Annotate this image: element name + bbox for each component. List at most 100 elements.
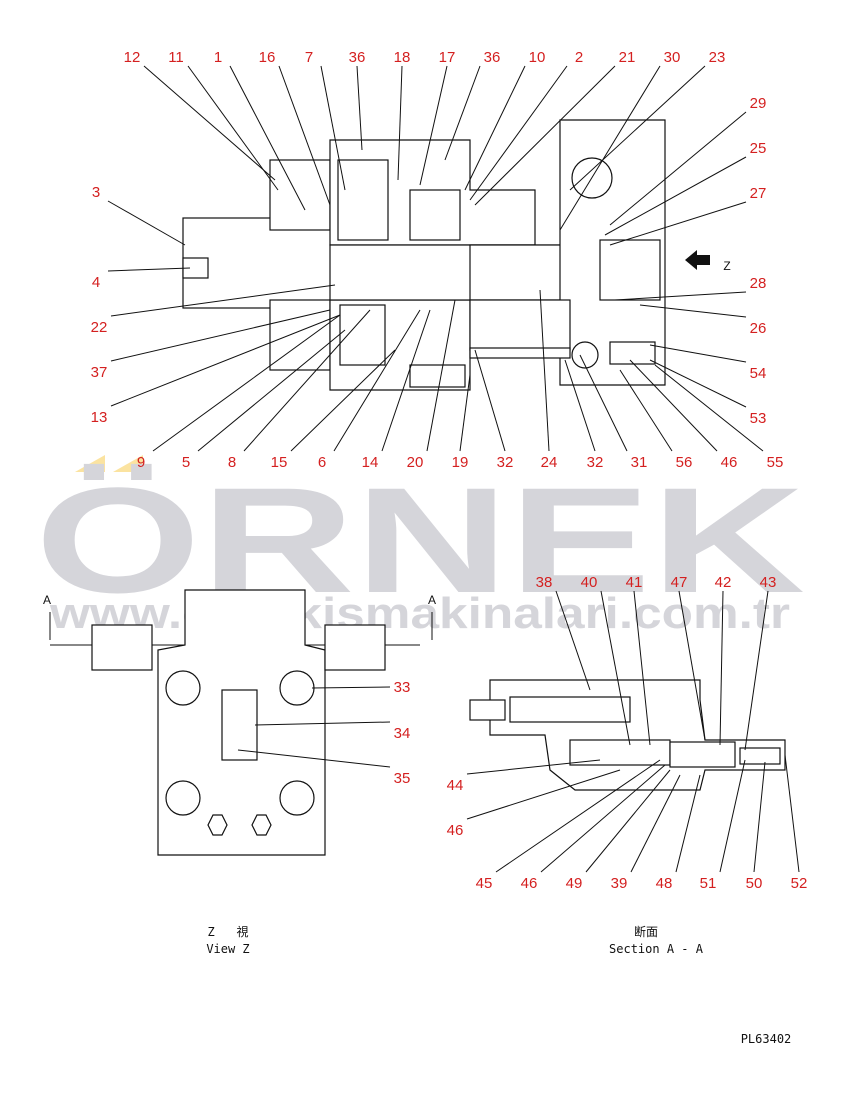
- leader-line: [110, 309, 331, 362]
- leader-line: [614, 291, 747, 301]
- part-callout: 6: [318, 454, 326, 471]
- leader-line: [784, 754, 800, 873]
- watermark-logo: [0, 440, 845, 640]
- part-callout: 46: [721, 454, 738, 471]
- part-callout: 47: [671, 574, 688, 591]
- main-cross-section: [182, 119, 666, 391]
- leader-lines: [107, 65, 800, 873]
- leader-line: [569, 65, 706, 191]
- leader-line: [719, 759, 746, 873]
- leader-line: [419, 65, 448, 186]
- leader-line: [744, 590, 769, 751]
- part-callout: 27: [750, 185, 767, 202]
- leader-line: [585, 769, 671, 873]
- part-callout: 28: [750, 275, 767, 292]
- drawing-number: PL63402: [741, 1032, 792, 1046]
- leader-line: [654, 364, 764, 452]
- leader-line: [753, 761, 766, 873]
- part-callout: 30: [664, 49, 681, 66]
- leader-line: [464, 65, 526, 191]
- part-callout: 34: [394, 725, 411, 742]
- part-callout: 22: [91, 319, 108, 336]
- leader-line: [474, 65, 616, 206]
- part-callout: 32: [587, 454, 604, 471]
- watermark: [0, 440, 845, 640]
- leader-line: [152, 314, 341, 452]
- leader-line: [333, 309, 421, 452]
- leader-line: [639, 304, 747, 318]
- leader-line: [107, 267, 191, 272]
- leader-line: [469, 65, 568, 201]
- part-callout: 38: [536, 574, 553, 591]
- part-callout: 39: [611, 875, 628, 892]
- leader-line: [633, 590, 651, 746]
- part-callout: 32: [497, 454, 514, 471]
- leader-line: [290, 349, 396, 452]
- part-callout: 12: [124, 49, 141, 66]
- leader-line: [609, 201, 747, 246]
- leader-line: [397, 65, 403, 181]
- part-callout: 42: [715, 574, 732, 591]
- part-callout: 48: [656, 875, 673, 892]
- leader-line: [320, 65, 346, 191]
- part-callout: 46: [521, 875, 538, 892]
- part-callout: 51: [700, 875, 717, 892]
- part-callout: 54: [750, 365, 767, 382]
- leader-line: [600, 590, 631, 746]
- leader-line: [426, 299, 456, 452]
- part-callout: 41: [626, 574, 643, 591]
- leader-line: [237, 749, 391, 768]
- leader-line: [564, 359, 596, 452]
- part-callout: 50: [746, 875, 763, 892]
- leader-line: [630, 774, 681, 873]
- view-z-arrow-label: Z: [723, 259, 730, 273]
- part-callout: 49: [566, 875, 583, 892]
- part-callout: 29: [750, 95, 767, 112]
- leader-line: [254, 721, 391, 726]
- leader-line: [649, 344, 747, 363]
- leader-line: [559, 65, 661, 231]
- part-callout: 56: [676, 454, 693, 471]
- part-callout: 15: [271, 454, 288, 471]
- part-callout: 35: [394, 770, 411, 787]
- leader-line: [444, 65, 481, 161]
- part-callout: 2: [575, 49, 583, 66]
- part-callout: 5: [182, 454, 190, 471]
- part-callout: 11: [168, 49, 184, 66]
- part-callout: 52: [791, 875, 808, 892]
- section-aa-caption-jp: 断面: [634, 924, 658, 939]
- part-callout: 20: [407, 454, 424, 471]
- section-mark-right: A: [428, 593, 436, 607]
- part-callout: 19: [452, 454, 469, 471]
- part-callout: 43: [760, 574, 777, 591]
- view-z-drawing: [49, 589, 433, 856]
- part-callout: 55: [767, 454, 784, 471]
- leader-line: [229, 65, 306, 211]
- leader-line: [466, 759, 601, 775]
- section-aa-caption: Section A - A: [609, 942, 704, 956]
- part-callout: 31: [631, 454, 648, 471]
- leader-line: [609, 111, 747, 226]
- part-callout: 53: [750, 410, 767, 427]
- leader-line: [619, 369, 673, 452]
- part-callout: 46: [447, 822, 464, 839]
- part-callout: 44: [447, 777, 464, 794]
- part-callout: 24: [541, 454, 558, 471]
- part-callout: 36: [349, 49, 366, 66]
- leader-line: [604, 156, 747, 236]
- part-callout: 4: [92, 274, 100, 291]
- part-callout: 9: [137, 454, 145, 471]
- section-aa-drawing: [469, 679, 786, 791]
- leader-line: [143, 65, 276, 181]
- leader-line: [381, 309, 431, 452]
- view-z-caption: View Z: [206, 942, 249, 956]
- leader-line: [555, 590, 591, 691]
- leader-line: [459, 374, 471, 452]
- part-callout: 40: [581, 574, 598, 591]
- leader-line: [110, 314, 341, 407]
- leader-line: [579, 354, 628, 452]
- part-callout: 33: [394, 679, 411, 696]
- part-callout: 13: [91, 409, 108, 426]
- part-callout: 36: [484, 49, 501, 66]
